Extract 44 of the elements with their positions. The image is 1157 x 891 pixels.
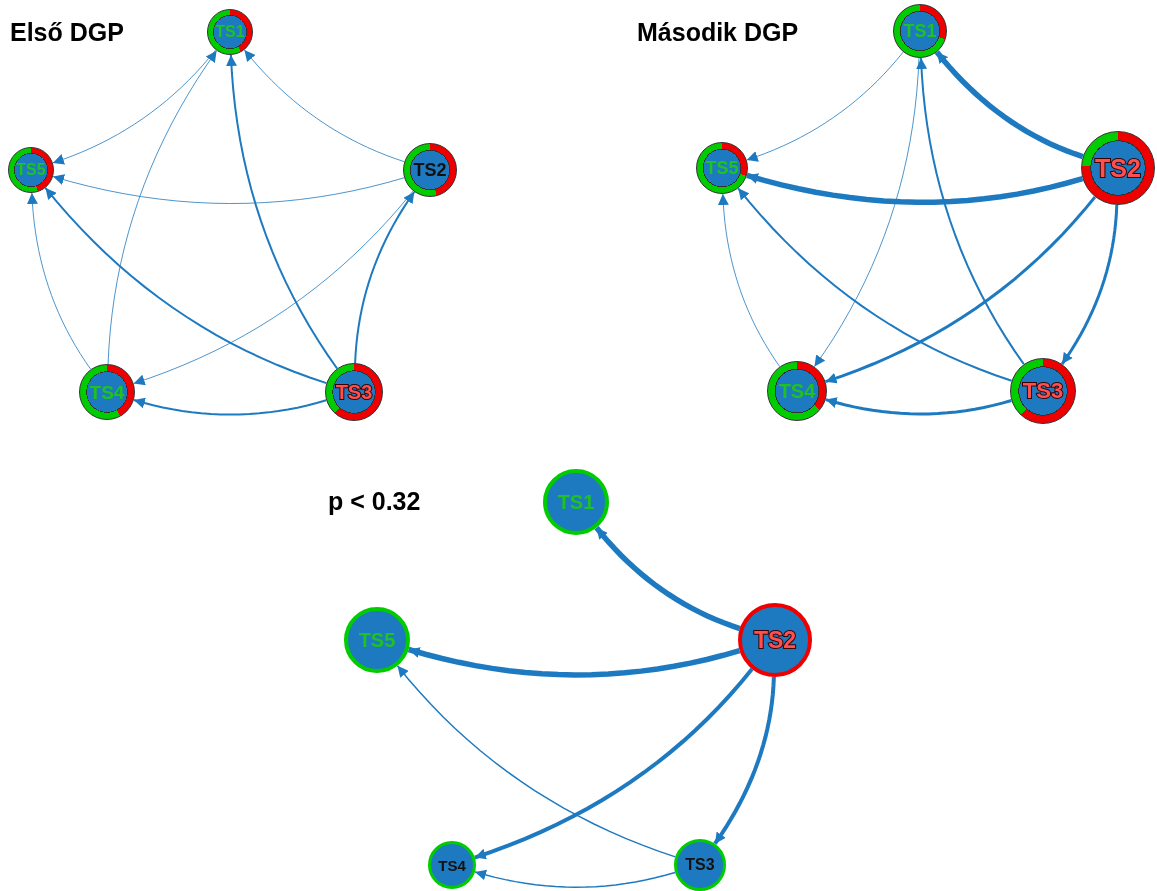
network-node — [696, 142, 748, 194]
arrow — [396, 665, 677, 858]
node-label: TS1 — [902, 22, 938, 40]
arrow — [44, 186, 328, 385]
panel-title: p < 0.32 — [328, 489, 421, 514]
node-label: TS3 — [684, 857, 716, 873]
node-label: TS2 — [752, 628, 798, 652]
node-label: TS1 — [214, 24, 246, 40]
arrow — [226, 54, 339, 370]
network-node — [428, 841, 476, 889]
panel-title: Második DGP — [637, 20, 799, 45]
arrow — [737, 187, 1013, 382]
network-node — [207, 9, 253, 55]
node-label: TS1 — [556, 492, 596, 512]
arrow — [407, 646, 741, 678]
arrow — [132, 397, 328, 416]
node-label: TS4 — [88, 382, 126, 402]
node-label: TS4 — [777, 381, 817, 401]
network-node — [8, 147, 54, 193]
network-node — [674, 839, 726, 891]
arrow — [746, 172, 1084, 205]
arrow — [474, 667, 754, 860]
arrow — [1060, 204, 1119, 365]
arrow — [825, 397, 1012, 416]
arrow — [934, 50, 1084, 160]
node-label: TS5 — [15, 162, 47, 178]
network-node — [767, 361, 827, 421]
node-label: TS5 — [357, 630, 397, 650]
node-label: TS5 — [704, 159, 740, 177]
network-node — [403, 143, 457, 197]
node-label: TS2 — [412, 161, 448, 179]
network-node — [893, 4, 947, 58]
node-label: TS4 — [437, 857, 467, 873]
panel-title: Első DGP — [10, 20, 124, 45]
arrow — [474, 869, 676, 888]
arrow — [354, 190, 416, 364]
node-label: TS2 — [1094, 155, 1142, 181]
node-label: TS3 — [1021, 380, 1065, 402]
arrow — [825, 196, 1097, 384]
node-label: TS3 — [334, 382, 374, 402]
network-node — [79, 364, 135, 420]
arrow — [594, 526, 741, 632]
arrow — [713, 676, 776, 845]
arrow — [916, 57, 1025, 366]
